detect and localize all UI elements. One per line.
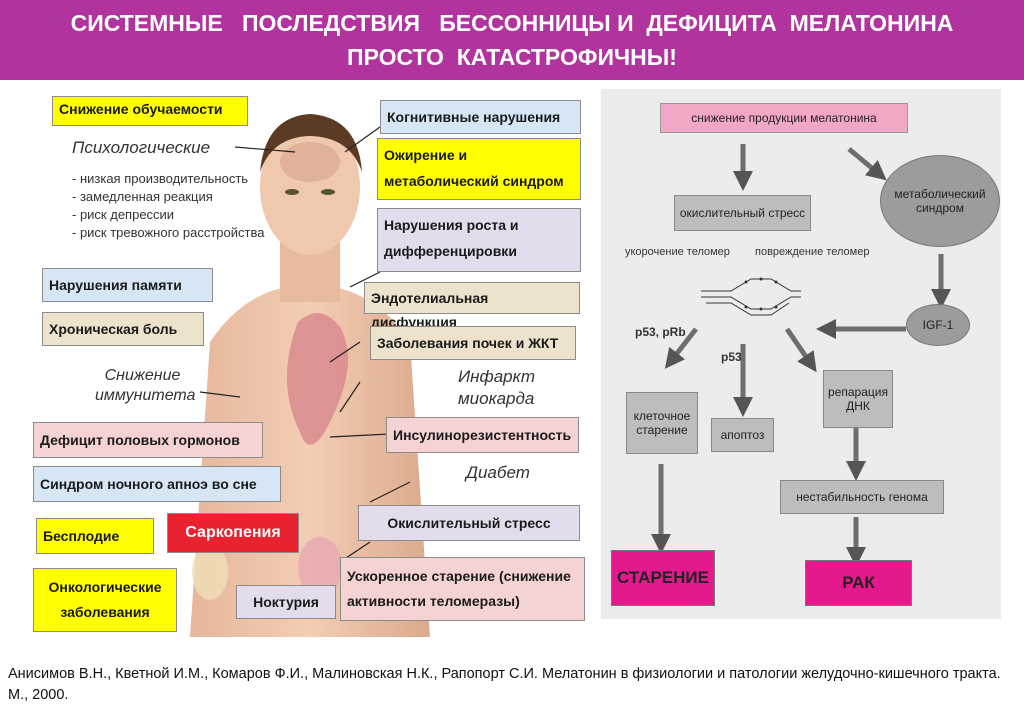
box-oxidative-stress: Окислительный стресс: [358, 505, 580, 541]
citation: Анисимов В.Н., Кветной И.М., Комаров Ф.И…: [8, 666, 1001, 703]
flow-igf1: IGF-1: [906, 304, 970, 346]
immunity-decline-label: Снижение иммунитета: [95, 367, 196, 404]
box-learning-decline: Снижение обучаемости: [52, 96, 248, 126]
box-endothelial-dysfunction: Эндотелиальная дисфункция: [364, 282, 580, 330]
box-sex-hormone-deficit: Дефицит половых гормонов: [33, 422, 263, 458]
psych-item: - риск тревожного расстройства: [72, 225, 265, 240]
psychological-list: - низкая производительность - замедленна…: [72, 170, 264, 242]
title-line-2: ПРОСТО КАТАСТРОФИЧНЫ!: [347, 44, 677, 70]
myocardial-infarction-label: Инфаркт миокарда: [458, 367, 536, 408]
psychological-heading: Психологические: [72, 138, 211, 157]
flow-melatonin-decline: снижение продукции мелатонина: [660, 103, 908, 133]
box-nocturia: Ноктурия: [236, 585, 336, 619]
flow-telomere-shortening: укорочение теломер: [625, 246, 730, 258]
box-sleep-apnea: Синдром ночного апноэ во сне: [33, 466, 281, 502]
box-sarcopenia: Саркопения: [167, 513, 299, 553]
box-oncology: Онкологические заболевания: [33, 568, 177, 632]
box-chronic-pain: Хроническая боль: [42, 312, 204, 346]
box-obesity-metabolic: Ожирение и метаболический синдром: [377, 138, 581, 200]
flow-apoptosis: апоптоз: [711, 418, 774, 452]
box-insulin-resistance: Инсулинорезистентность: [386, 417, 579, 453]
box-infertility: Бесплодие: [36, 518, 154, 554]
flow-dna-repair: репарация ДНК: [823, 370, 893, 428]
flow-p53: p53: [721, 350, 742, 364]
diabetes-label: Диабет: [466, 463, 530, 482]
title-line-1: СИСТЕМНЫЕ ПОСЛЕДСТВИЯ БЕССОННИЦЫ И ДЕФИЦ…: [70, 10, 954, 36]
psych-item: - замедленная реакция: [72, 189, 213, 204]
box-kidney-gi-diseases: Заболевания почек и ЖКТ: [370, 326, 576, 360]
flow-genome-instability: нестабильность генома: [780, 480, 944, 514]
flow-cell-aging: клеточное старение: [626, 392, 698, 454]
psych-item: - низкая производительность: [72, 171, 249, 186]
box-accelerated-aging: Ускоренное старение (снижение активности…: [340, 557, 585, 621]
flow-cancer-outcome: РАК: [805, 560, 912, 606]
box-cognitive-disorders: Когнитивные нарушения: [380, 100, 581, 134]
title-banner: СИСТЕМНЫЕ ПОСЛЕДСТВИЯ БЕССОННИЦЫ И ДЕФИЦ…: [0, 0, 1024, 80]
box-growth-differentiation: Нарушения роста и дифференцировки: [377, 208, 581, 272]
flow-aging-outcome: СТАРЕНИЕ: [611, 550, 715, 606]
flow-oxidative-stress: окислительный стресс: [674, 195, 811, 231]
flow-p53-prb: p53, pRb: [635, 325, 686, 339]
flow-diagram-arrows: [651, 144, 951, 567]
flow-metabolic-syndrome: метаболический синдром: [880, 155, 1000, 247]
flow-telomere-damage: повреждение теломер: [755, 246, 870, 258]
box-memory-disorders: Нарушения памяти: [42, 268, 213, 302]
psych-item: - риск депрессии: [72, 207, 175, 222]
